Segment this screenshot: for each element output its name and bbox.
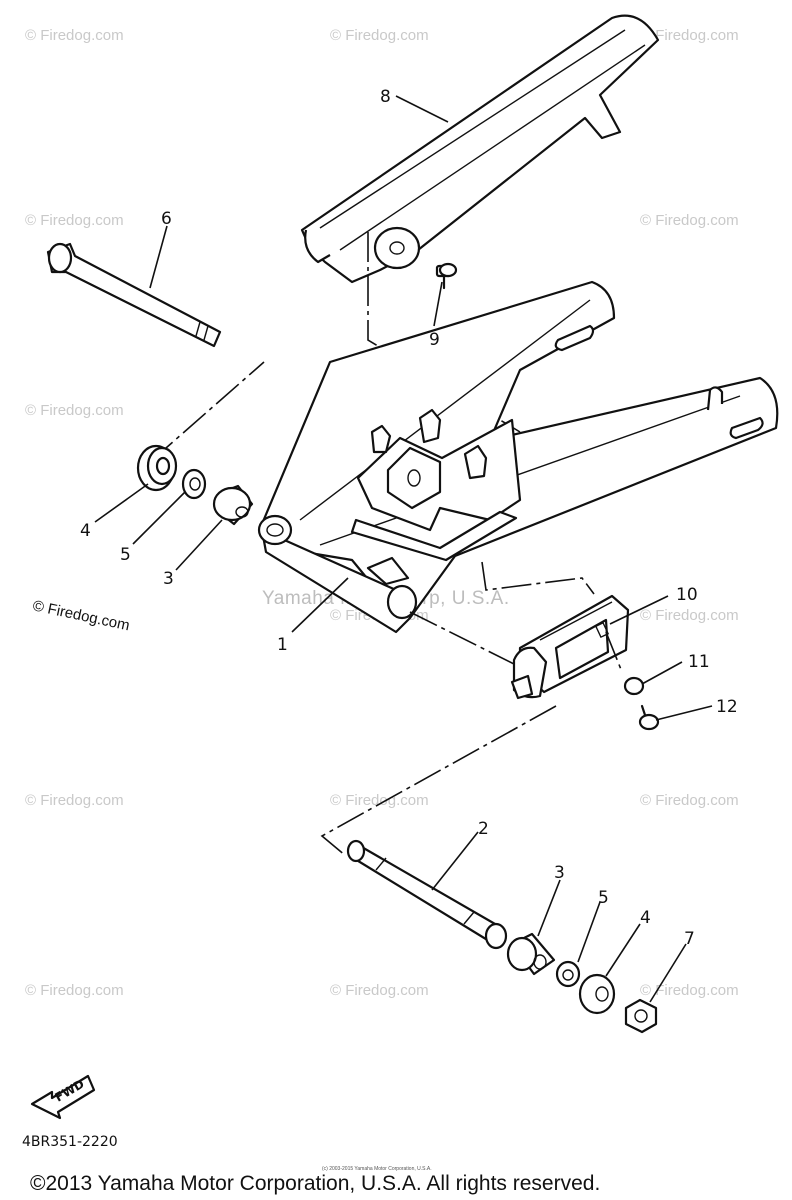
callout-12: 12 (716, 697, 738, 717)
callout-3: 3 (163, 569, 174, 589)
collar-part-11 (623, 676, 645, 696)
diagram-code: 4BR351-2220 (22, 1134, 118, 1150)
watermark: © Firedog.com (330, 792, 429, 809)
dust-cover-part-4-right (578, 973, 616, 1015)
callout-5: 5 (120, 545, 131, 565)
dust-cover-part-4-left (136, 444, 178, 492)
callout-11: 11 (688, 652, 710, 672)
watermark: © Firedog.com (640, 607, 739, 624)
tiny-notice: (c) 2003-2015 Yamaha Motor Corporation, … (322, 1166, 432, 1172)
pivot-shaft-part-6 (46, 242, 222, 348)
watermark: © Firedog.com (330, 27, 429, 44)
collar-part-2 (346, 839, 508, 950)
watermark: © Firedog.com (25, 27, 124, 44)
callout-7: 7 (684, 929, 695, 949)
callout-4: 4 (80, 521, 91, 541)
watermark: © Firedog.com (640, 27, 739, 44)
assembly-line-arm (409, 611, 515, 665)
chain-guard-part-8 (300, 14, 660, 284)
callout-6: 6 (161, 209, 172, 229)
copyright-notice: ©2013 Yamaha Motor Corporation, U.S.A. A… (30, 1172, 600, 1195)
callout-5: 5 (598, 888, 609, 908)
bolt-part-12 (638, 704, 660, 731)
assembly-line-collar (605, 631, 623, 673)
assembly-line-shaft (149, 361, 265, 463)
watermark: © Firedog.com (25, 402, 124, 419)
rear-arm-part-1 (257, 280, 779, 634)
callout-1: 1 (277, 635, 288, 655)
watermark: © Firedog.com (25, 982, 124, 999)
chain-slider-part-10 (510, 594, 630, 700)
watermark: © Firedog.com (25, 212, 124, 229)
screw-part-9 (435, 262, 458, 290)
bearing-part-3-left (212, 484, 254, 526)
callout-4: 4 (640, 908, 651, 928)
washer-part-5-left (181, 468, 207, 500)
assembly-line-lower (320, 705, 557, 857)
washer-part-5-right (555, 960, 581, 988)
callout-3: 3 (554, 863, 565, 883)
bearing-part-3-right (506, 932, 556, 976)
forward-arrow-icon: FWD (30, 1074, 96, 1120)
watermark: © Firedog.com (640, 792, 739, 809)
side-watermark: © Firedog.com (31, 597, 131, 634)
watermark: © Firedog.com (25, 792, 124, 809)
callout-labels: 8 6 9 4 5 3 1 10 11 12 2 3 5 4 7 (80, 87, 738, 949)
callout-10: 10 (676, 585, 698, 605)
leader-lines (94, 95, 713, 1003)
assembly-line-slider (481, 561, 595, 595)
callout-8: 8 (380, 87, 391, 107)
callout-9: 9 (429, 330, 440, 350)
watermark: © Firedog.com (330, 982, 429, 999)
watermark: © Firedog.com (640, 212, 739, 229)
callout-2: 2 (478, 819, 489, 839)
watermark: © Firedog.com (640, 982, 739, 999)
nut-part-7 (624, 998, 658, 1034)
